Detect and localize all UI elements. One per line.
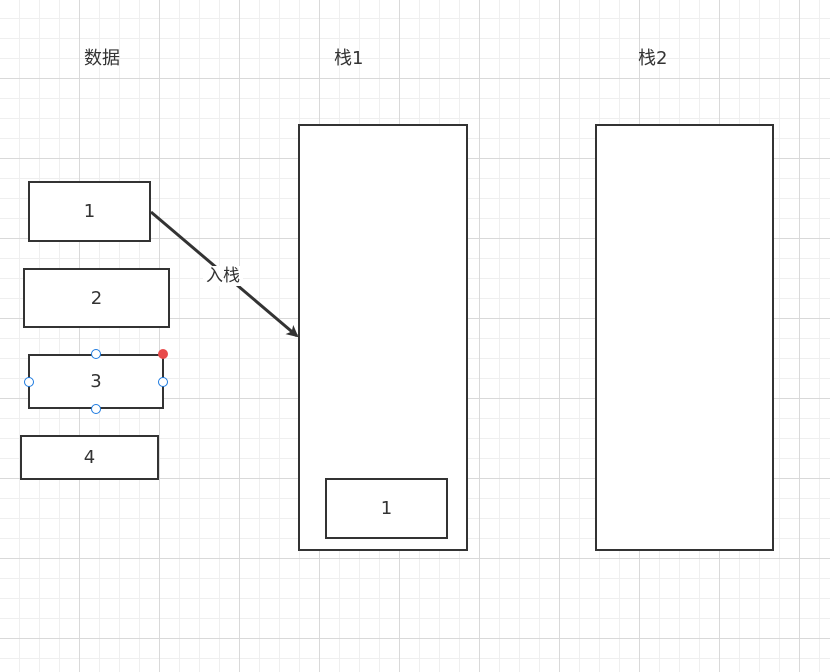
stack-1-item[interactable]: 1	[325, 478, 448, 539]
selection-handle-left[interactable]	[24, 377, 34, 387]
push-arrow-label: 入栈	[203, 266, 243, 287]
data-box-4[interactable]: 4	[20, 435, 159, 480]
data-box-1[interactable]: 1	[28, 181, 151, 242]
data-box-2[interactable]: 2	[23, 268, 170, 328]
header-stack1: 栈1	[334, 48, 364, 69]
selection-handle-right[interactable]	[158, 377, 168, 387]
header-stack2: 栈2	[638, 48, 668, 69]
header-data: 数据	[84, 48, 120, 69]
selection-handle-bottom[interactable]	[91, 404, 101, 414]
selection-handle-top[interactable]	[91, 349, 101, 359]
selection-handle-rotate[interactable]	[158, 349, 168, 359]
stack-2-container[interactable]	[595, 124, 774, 551]
